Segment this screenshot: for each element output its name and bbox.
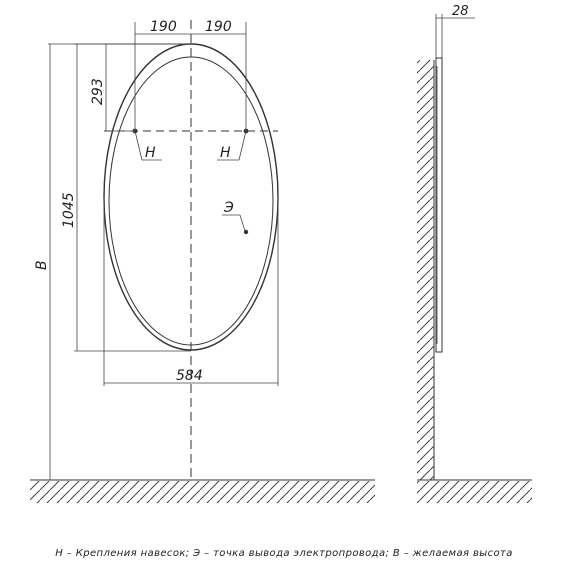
side-view: 28 (417, 4, 532, 503)
label-mount-right: H (217, 130, 247, 161)
dim-install-height: B (34, 43, 191, 480)
floor-left (30, 479, 375, 503)
label-power-point: Э (222, 200, 249, 235)
mirror-side-profile (435, 57, 443, 353)
svg-text:Э: Э (223, 200, 234, 216)
legend-caption: Н – Крепления навесок; Э – точка вывода … (55, 548, 513, 559)
dim-584: 584 (176, 368, 203, 384)
dim-293: 293 (90, 78, 106, 105)
svg-text:H: H (145, 145, 156, 161)
dim-190-right: 190 (205, 19, 232, 35)
dim-half-widths: 190 190 (134, 19, 247, 131)
dim-B: B (34, 260, 50, 270)
dim-190-left: 190 (150, 19, 177, 35)
dim-mirror-height: 1045 (61, 43, 191, 352)
dim-1045: 1045 (61, 192, 77, 228)
dim-depth: 28 (435, 4, 475, 58)
dim-mirror-width: 584 (103, 197, 279, 386)
svg-text:H: H (220, 145, 231, 161)
label-mount-left: H (134, 130, 162, 161)
front-view: 190 190 293 1045 B 584 (30, 19, 375, 503)
dim-28: 28 (452, 4, 469, 19)
